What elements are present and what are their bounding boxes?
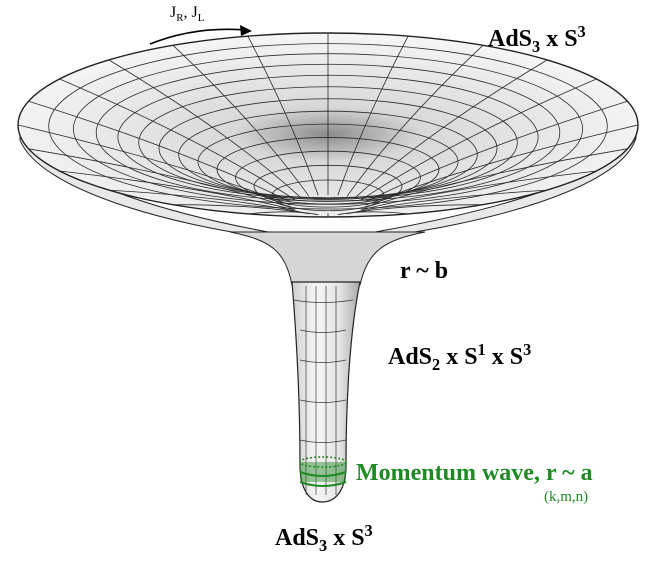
bowl-spoke: [247, 211, 319, 216]
wave-parameters-label: (k,m,n): [544, 489, 589, 505]
bowl-spoke: [28, 148, 292, 208]
bowl-spoke: [354, 189, 548, 213]
bowl-spoke: [172, 45, 310, 197]
bowl-spoke: [28, 100, 292, 203]
funnel-bowl: [17, 32, 639, 218]
bowl-spoke: [360, 170, 597, 211]
rotation-arrow-icon: [149, 25, 252, 45]
stem-ring: [292, 299, 354, 303]
momentum-wave-label: Momentum wave, r ~ a: [356, 460, 593, 486]
bowl-spoke: [364, 100, 628, 203]
middle-geometry-label: AdS2 x S1 x S3: [388, 340, 532, 374]
bowl-spoke: [346, 45, 484, 197]
bowl-spoke: [354, 59, 548, 199]
top-geometry-label: AdS3 x S3: [488, 22, 586, 56]
funnel-underside: [19, 119, 637, 239]
bottom-geometry-label: AdS3 x S3: [275, 521, 373, 555]
stem-ring: [299, 359, 347, 363]
neck-radius-label: r ~ b: [400, 258, 449, 284]
stem-ring: [299, 329, 347, 333]
bowl-spoke: [337, 211, 409, 216]
bowl-spoke: [172, 204, 310, 215]
funnel-throat: [229, 231, 426, 286]
bowl-spoke: [360, 78, 597, 201]
bowl-spoke: [337, 35, 409, 196]
bowl-spoke: [364, 148, 628, 208]
bowl-spoke: [365, 124, 639, 206]
momentum-wave-band: [299, 456, 347, 487]
rotation-label: JR, JL: [170, 4, 205, 25]
bowl-spoke: [59, 78, 296, 201]
stem-ring: [299, 399, 347, 403]
stem-ring: [299, 439, 347, 443]
bowl-spoke: [247, 35, 319, 196]
bowl-spoke: [108, 59, 302, 199]
bowl-spoke: [108, 189, 302, 213]
bowl-spoke: [17, 124, 291, 206]
bowl-spoke: [59, 170, 296, 211]
